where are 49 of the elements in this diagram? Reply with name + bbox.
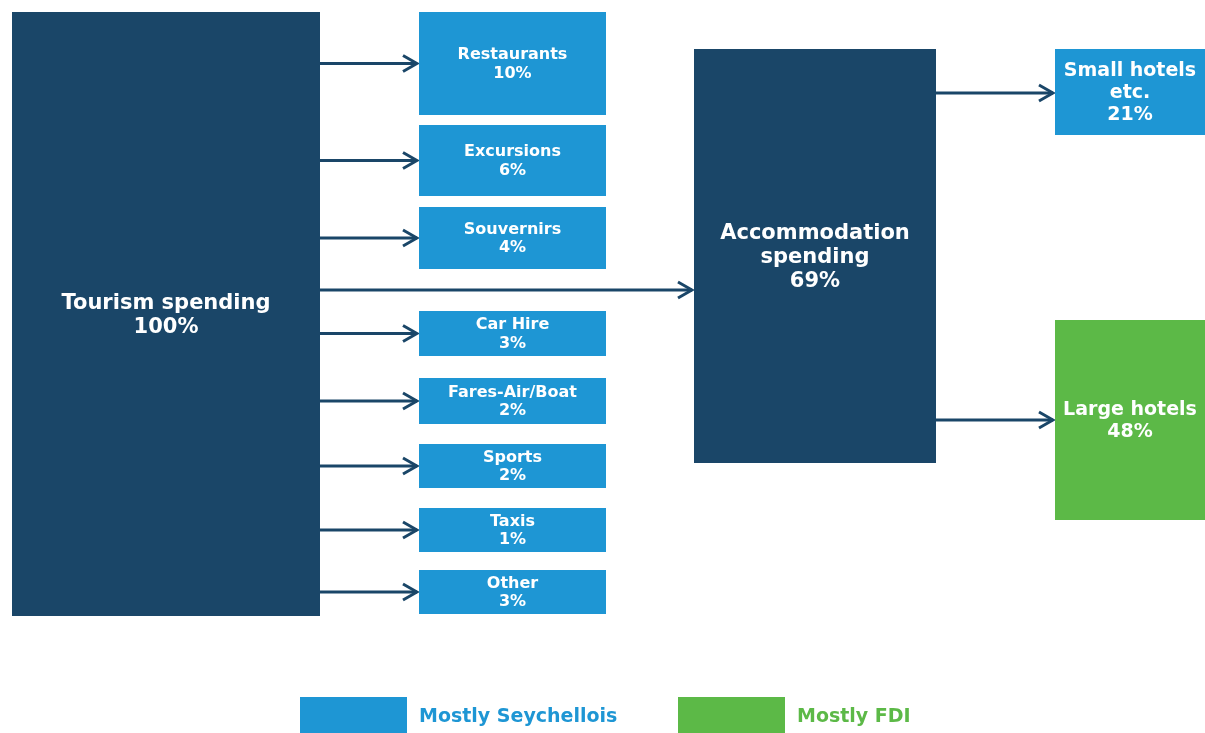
arrow	[320, 54, 419, 73]
percentage-label: 2%	[498, 401, 527, 420]
percentage-label: 6%	[498, 160, 527, 179]
arrow	[320, 228, 419, 248]
category-label: Restaurants	[457, 45, 568, 64]
category-label: Fares-Air/Boat	[448, 382, 577, 401]
percentage-label: 69%	[789, 268, 841, 293]
arrow	[320, 456, 419, 476]
arrow	[320, 151, 419, 170]
category-box	[1055, 49, 1205, 135]
category-label: Excursions	[464, 142, 561, 161]
arrow	[320, 520, 419, 540]
percentage-label: 10%	[493, 63, 532, 82]
category-box	[12, 12, 320, 616]
category-label: Sports	[483, 447, 542, 466]
arrow	[320, 391, 419, 411]
category-label: Car Hire	[475, 315, 550, 334]
category-box	[419, 508, 606, 552]
category-label: Small hotels etc.	[1062, 59, 1198, 103]
arrow	[320, 582, 419, 602]
category-box	[419, 12, 606, 115]
percentage-label: 4%	[498, 238, 527, 257]
category-label: Other	[486, 573, 539, 592]
percentage-label: 1%	[498, 530, 527, 549]
category-label: Large hotels	[1063, 398, 1197, 420]
category-box	[419, 444, 606, 488]
category-box	[419, 570, 606, 614]
category-box	[419, 207, 606, 269]
category-label: Taxis	[490, 511, 535, 530]
percentage-label: 3%	[498, 333, 527, 352]
percentage-label: 2%	[498, 466, 527, 485]
category-label: Souvernirs	[463, 219, 562, 238]
arrow	[936, 83, 1055, 103]
percentage-label: 3%	[498, 592, 527, 611]
arrow	[320, 280, 694, 300]
category-label: Tourism spending	[61, 289, 271, 314]
legend-label: Mostly Seychellois	[419, 704, 618, 726]
percentage-label: 21%	[1107, 102, 1153, 125]
category-box	[694, 49, 936, 463]
arrow	[320, 324, 419, 343]
category-box	[419, 125, 606, 196]
category-box	[1055, 320, 1205, 520]
percentage-label: 48%	[1107, 420, 1153, 442]
arrow	[936, 410, 1055, 430]
percentage-label: 100%	[133, 314, 199, 339]
category-box	[419, 378, 606, 424]
category-box	[419, 311, 606, 356]
legend-label: Mostly FDI	[797, 704, 911, 726]
category-label: Accommodation spending	[719, 219, 911, 269]
